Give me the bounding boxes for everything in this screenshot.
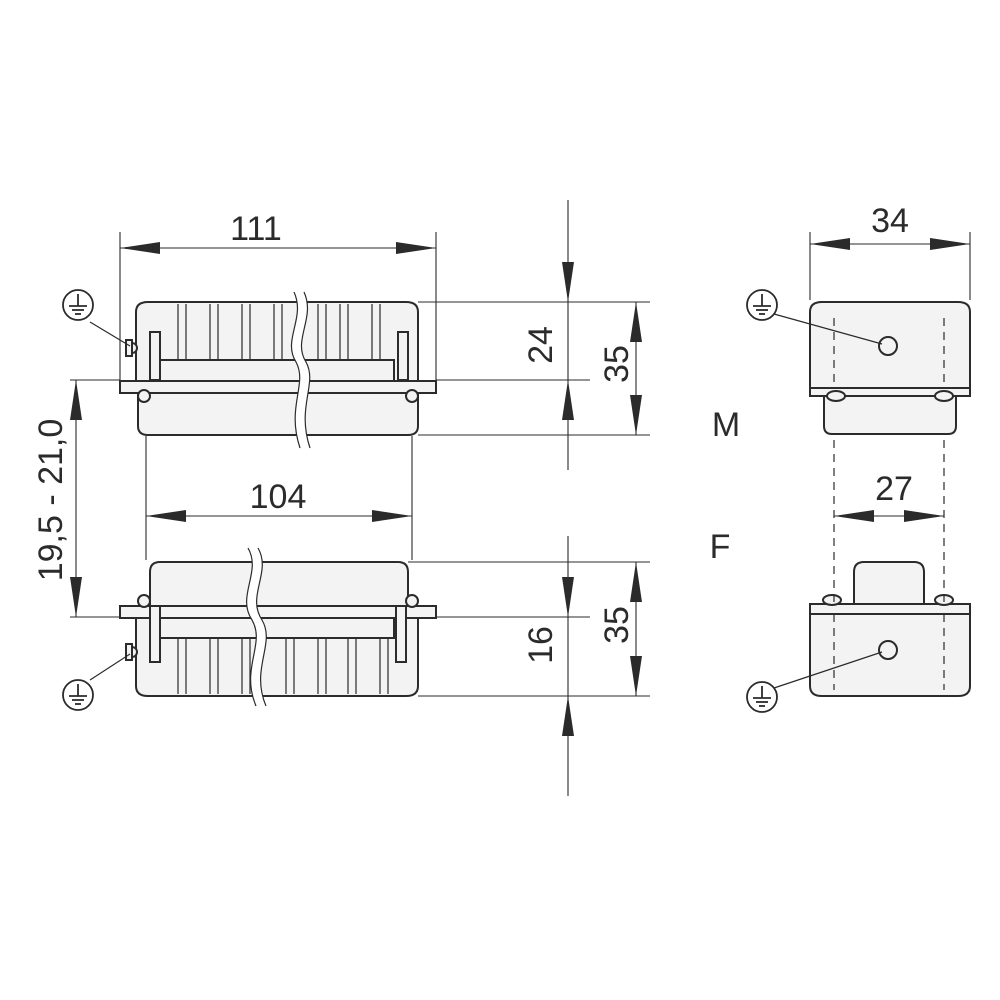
label-male: M <box>712 406 740 444</box>
ground-earth-icon <box>62 289 94 321</box>
dimension-gap-range <box>70 380 82 617</box>
dimension-24 <box>562 200 574 470</box>
dim-label-27: 27 <box>875 470 913 508</box>
dim-label-104: 104 <box>250 478 307 516</box>
dim-label-35-bottom: 35 <box>598 606 636 644</box>
dimension-35-top <box>630 302 642 435</box>
dimension-35-bottom <box>630 562 642 696</box>
male-housing-side-view <box>809 301 971 435</box>
dim-label-24: 24 <box>522 326 560 364</box>
ground-earth-icon <box>62 679 94 711</box>
female-housing-side-view <box>809 561 971 697</box>
dim-label-gap-range: 19,5 - 21,0 <box>32 419 70 582</box>
extension-lines <box>70 232 971 697</box>
dimension-104 <box>146 510 412 522</box>
dim-label-16: 16 <box>522 626 560 664</box>
dimension-16 <box>562 536 574 796</box>
ground-earth-icon <box>746 289 778 321</box>
dim-label-35-top: 35 <box>598 345 636 383</box>
dimension-111 <box>120 242 436 254</box>
dimension-27 <box>834 510 944 522</box>
male-housing-front-view <box>119 291 437 449</box>
dim-label-34: 34 <box>871 202 909 240</box>
ground-earth-icon <box>746 681 778 713</box>
label-female: F <box>710 528 731 566</box>
dim-label-111: 111 <box>230 210 282 248</box>
dimension-34 <box>810 238 970 250</box>
female-housing-front-view <box>119 547 437 707</box>
